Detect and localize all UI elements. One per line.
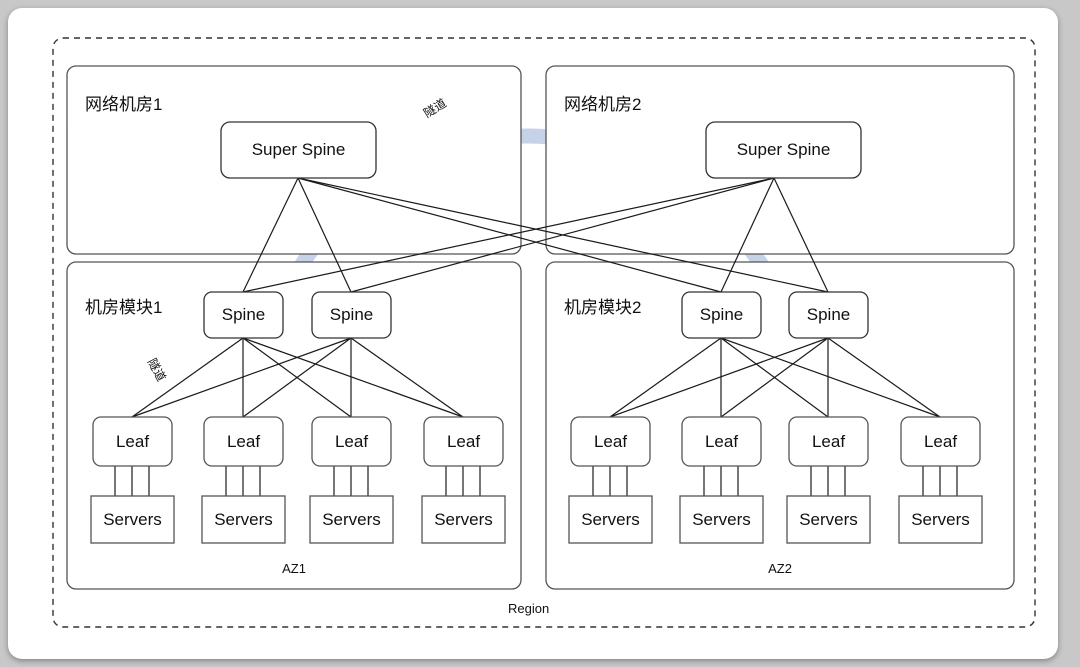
node-az2-leaf-3[interactable] — [788, 416, 869, 467]
node-az1-spine-1[interactable] — [203, 291, 284, 339]
diagram-canvas: 网络机房1 网络机房2 机房模块1 机房模块2 Super Spine Supe… — [8, 8, 1058, 659]
node-az1-servers-1[interactable] — [90, 495, 175, 544]
module-1-title: 机房模块1 — [85, 298, 163, 317]
node-az1-leaf-3[interactable] — [311, 416, 392, 467]
node-az2-spine-2[interactable] — [788, 291, 869, 339]
node-az2-servers-2[interactable] — [679, 495, 764, 544]
node-az2-servers-1[interactable] — [568, 495, 653, 544]
links-az2-spine-leaf — [609, 337, 941, 418]
links-leaf-servers — [114, 466, 958, 496]
node-az2-spine-1[interactable] — [681, 291, 762, 339]
az2-label: AZ2 — [768, 561, 792, 576]
diagram-svg — [52, 37, 1036, 628]
node-az2-servers-4[interactable] — [898, 495, 983, 544]
network-room-1-title: 网络机房1 — [85, 95, 163, 114]
node-az2-leaf-4[interactable] — [900, 416, 981, 467]
node-az2-leaf-1[interactable] — [570, 416, 651, 467]
region-label: Region — [508, 601, 550, 616]
node-az1-leaf-1[interactable] — [92, 416, 173, 467]
az1-label: AZ1 — [282, 561, 306, 576]
node-az1-spine-2[interactable] — [311, 291, 392, 339]
node-az1-servers-3[interactable] — [309, 495, 394, 544]
module-2-title: 机房模块2 — [564, 298, 642, 317]
links-az1-spine-leaf — [131, 337, 464, 418]
node-az2-servers-3[interactable] — [786, 495, 871, 544]
node-az1-leaf-4[interactable] — [423, 416, 504, 467]
node-super-spine-1[interactable] — [220, 121, 377, 179]
module-2-container — [545, 261, 1015, 590]
node-az2-leaf-2[interactable] — [681, 416, 762, 467]
node-az1-leaf-2[interactable] — [203, 416, 284, 467]
node-az1-servers-2[interactable] — [201, 495, 286, 544]
node-az1-servers-4[interactable] — [421, 495, 506, 544]
module-1-container — [66, 261, 522, 590]
links-superspine-2 — [242, 177, 829, 293]
node-super-spine-2[interactable] — [705, 121, 862, 179]
network-room-2-title: 网络机房2 — [564, 95, 642, 114]
